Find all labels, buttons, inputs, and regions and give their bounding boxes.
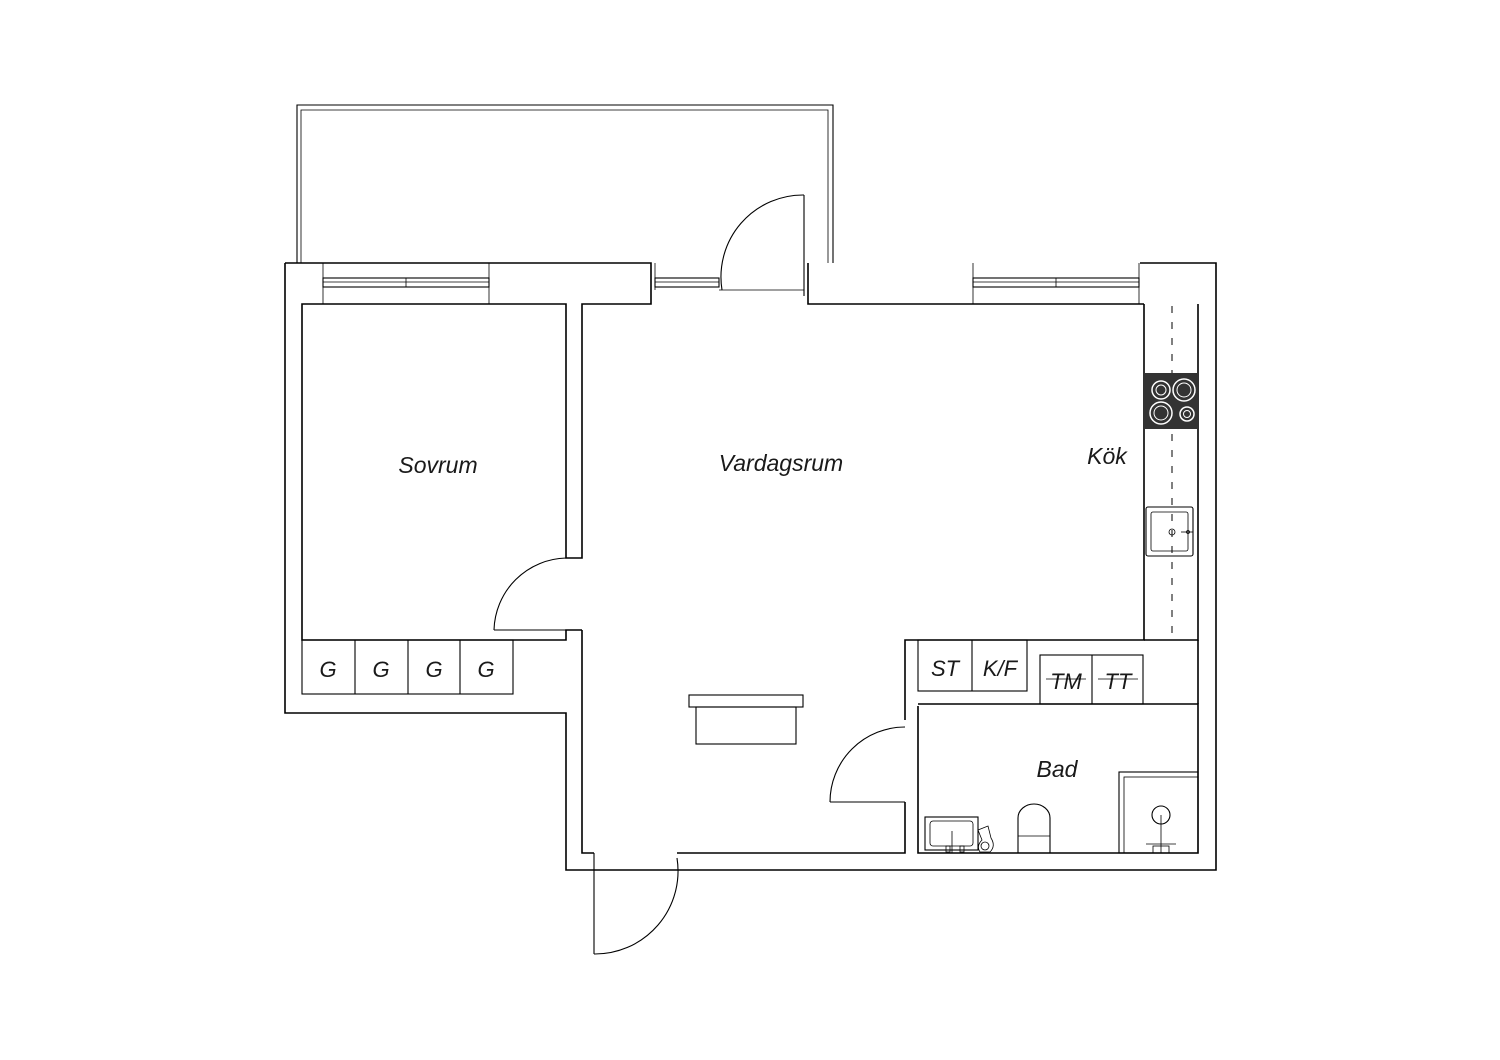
room-label-bedroom: Sovrum	[398, 452, 477, 478]
window-bedroom	[322, 263, 490, 304]
closets: G G G G	[301, 639, 514, 695]
washing-machine-label: TM	[1050, 669, 1082, 694]
room-label-kitchen: Kök	[1087, 443, 1128, 469]
window-balcony-door	[654, 263, 720, 290]
window-kitchen	[972, 263, 1140, 304]
washbasin-icon	[924, 816, 994, 853]
dryer-label: TT	[1105, 669, 1133, 694]
shower-icon	[1118, 771, 1199, 854]
toilet-icon	[1017, 803, 1051, 853]
room-labels: Sovrum Vardagsrum Kök Bad	[398, 443, 1128, 782]
balcony	[296, 104, 834, 263]
hall-appliances: ST K/F TM TT	[917, 639, 1144, 705]
closet-label: G	[372, 657, 389, 682]
room-label-living-room: Vardagsrum	[719, 450, 843, 476]
door-bathroom	[829, 726, 906, 803]
door-bedroom	[493, 557, 567, 631]
stove-icon	[1144, 373, 1198, 429]
room-label-bathroom: Bad	[1037, 756, 1079, 782]
door-balcony	[719, 194, 805, 296]
fridge-freezer-label: K/F	[983, 656, 1019, 681]
closet-label: G	[425, 657, 442, 682]
kitchen-sink-icon	[1145, 506, 1194, 557]
windows	[322, 263, 1140, 304]
doors	[493, 194, 906, 955]
closet-label: G	[319, 657, 336, 682]
closet-label: G	[477, 657, 494, 682]
storage-label: ST	[931, 656, 961, 681]
radiator	[688, 694, 804, 745]
door-entrance	[593, 853, 679, 955]
